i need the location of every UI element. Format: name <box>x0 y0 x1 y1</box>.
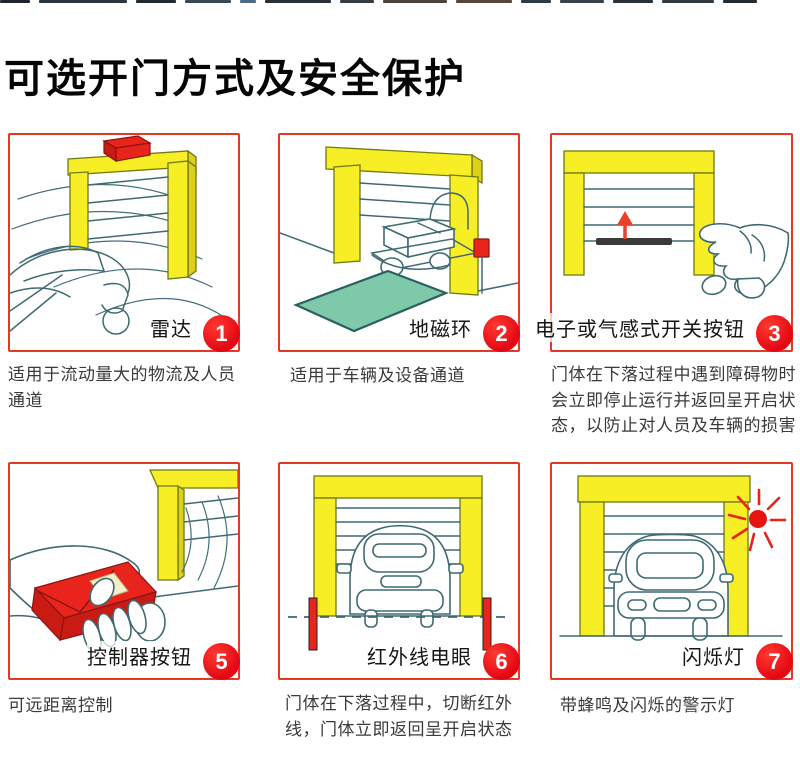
number-badge: 3 <box>756 315 793 352</box>
caption-remote-controller: 可远距离控制 <box>8 696 113 715</box>
number-badge: 1 <box>203 315 240 352</box>
panel-label: 控制器按钮 <box>87 641 192 670</box>
panel-sensor-switch: 电子或气感式开关按钮 3 <box>535 133 793 352</box>
number-badge: 6 <box>483 643 520 680</box>
panel-label: 雷达 <box>150 313 192 342</box>
panel-infrared-eye: 红外线电眼 6 <box>278 462 520 680</box>
number-badge: 2 <box>483 315 520 352</box>
ground-loop-illustration <box>280 146 518 333</box>
radar-illustration <box>10 135 225 335</box>
panel-label: 闪烁灯 <box>682 641 745 670</box>
infrared-eye-illustration <box>288 475 510 651</box>
remote-controller-illustration <box>10 469 238 654</box>
panel-label: 地磁环 <box>409 313 472 342</box>
caption-ground-loop: 适用于车辆及设备通道 <box>290 366 465 385</box>
panel-flashing-light: 闪烁灯 7 <box>550 462 793 680</box>
panel-label: 红外线电眼 <box>367 641 472 670</box>
page-title: 可选开门方式及安全保护 <box>4 57 466 101</box>
hand-sensor-illustration <box>563 150 790 299</box>
panel-ground-loop: 地磁环 2 <box>278 133 520 352</box>
caption-radar: 适用于流动量大的物流及人员通道 <box>8 365 236 410</box>
panel-radar: 雷达 1 <box>8 133 240 352</box>
flashing-light-illustration <box>559 475 787 641</box>
cropped-top-strip <box>0 0 800 4</box>
panel-label: 电子或气感式开关按钮 <box>535 313 745 342</box>
caption-flashing-light: 带蜂鸣及闪烁的警示灯 <box>560 696 735 715</box>
caption-sensor-switch: 门体在下落过程中遇到障碍物时会立即停止运行并返回呈开启状态，以防止对人员及车辆的… <box>551 365 796 435</box>
number-badge: 5 <box>203 643 240 680</box>
panel-remote-controller: 控制器按钮 5 <box>8 462 240 680</box>
number-badge: 7 <box>756 643 793 680</box>
caption-infrared-eye: 门体在下落过程中，切断红外线，门体立即返回呈开启状态 <box>285 694 513 739</box>
